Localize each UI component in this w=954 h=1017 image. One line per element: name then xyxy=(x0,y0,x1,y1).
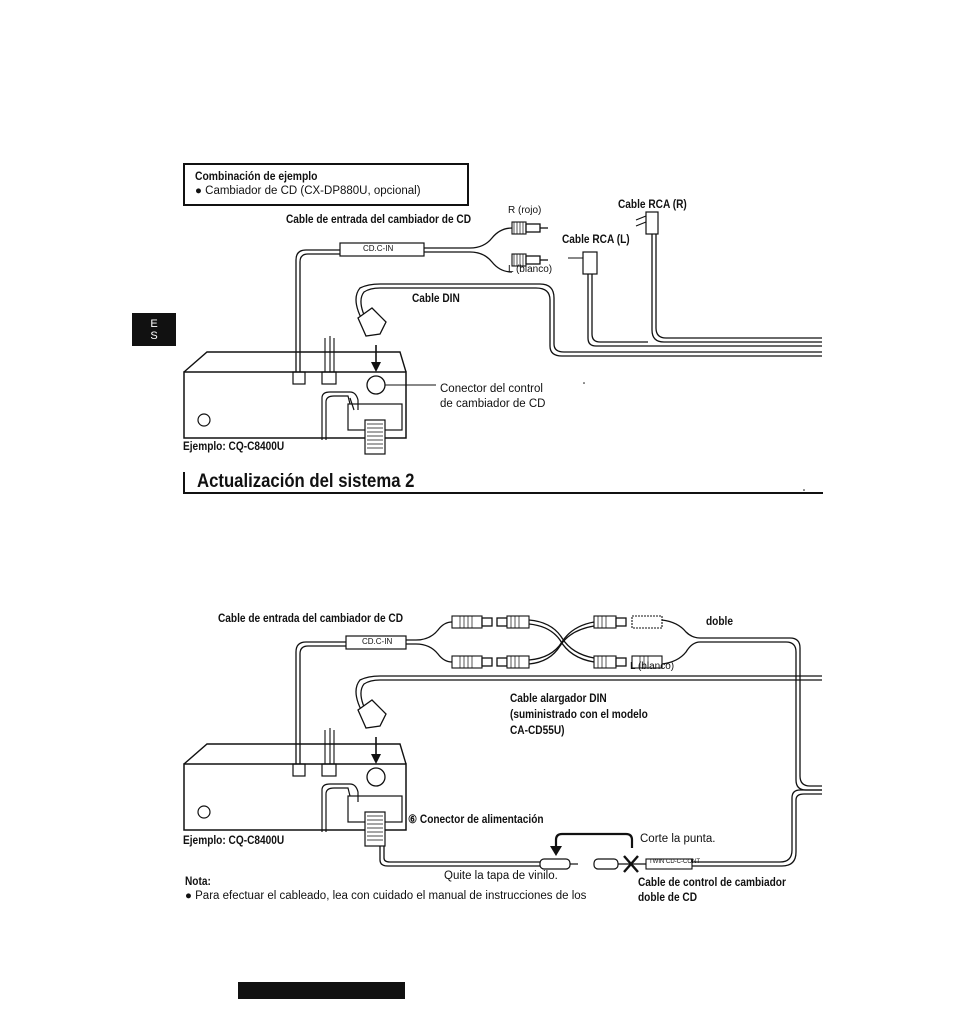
cd-input-cable-1 xyxy=(295,221,548,372)
rca-r-label: Cable RCA (R) xyxy=(618,199,687,211)
example-box-title: Combinación de ejemplo xyxy=(195,171,318,183)
cdc-in-tag-2: CD.C-IN xyxy=(362,637,393,646)
note-text: ● Para efectuar el cableado, lea con cui… xyxy=(185,890,587,902)
power-connector-label: ⑥ Conector de alimentación xyxy=(408,814,544,826)
connector-label-line1: Conector del control xyxy=(440,383,543,395)
r-rojo-label: R (rojo) xyxy=(508,205,542,216)
din-ext-label-line3: CA-CD55U) xyxy=(510,725,565,737)
note-title: Nota: xyxy=(185,876,211,888)
l-blanco-label-2: L (blanco) xyxy=(630,661,675,672)
rca-l-label: Cable RCA (L) xyxy=(562,234,630,246)
din-ext-label-line1: Cable alargador DIN xyxy=(510,693,607,705)
din-ext-cable-2 xyxy=(355,675,822,764)
twin-cable-label-line1: Cable de control de cambiador xyxy=(638,877,786,889)
din-cable-label: Cable DIN xyxy=(412,293,460,305)
din-cable-1 xyxy=(355,283,822,372)
l-blanco-label-1: L (blanco) xyxy=(508,264,553,275)
unit-2 xyxy=(183,728,407,847)
example-model-label-1: Ejemplo: CQ-C8400U xyxy=(183,441,285,453)
doble-label: doble xyxy=(706,616,733,628)
cdc-in-tag-1: CD.C-IN xyxy=(363,244,394,253)
twin-control-cable xyxy=(379,789,822,873)
twin-cable-label-line2: doble de CD xyxy=(638,892,698,904)
din-ext-label-line2: (suministrado con el modelo xyxy=(510,709,648,721)
cd-input-cable-2 xyxy=(295,615,822,791)
unit-1 xyxy=(183,351,407,455)
connector-label-line2: de cambiador de CD xyxy=(440,398,546,410)
cut-tip-label: Corte la punta. xyxy=(640,833,716,845)
input-cable-label-2: Cable de entrada del cambiador de CD xyxy=(218,613,404,625)
rca-cables xyxy=(568,211,822,347)
input-cable-label-1: Cable de entrada del cambiador de CD xyxy=(286,214,472,226)
example-combination-box: Combinación de ejemplo ● Cambiador de CD… xyxy=(183,163,469,206)
footer-bar xyxy=(238,982,405,999)
remove-cap-label: Quite la tapa de vinilo. xyxy=(444,870,558,882)
example-model-label-2: Ejemplo: CQ-C8400U xyxy=(183,835,285,847)
tab-letter-2: S xyxy=(150,330,158,342)
twin-cont-tag: TWIN CD-C-CONT xyxy=(649,859,700,865)
language-tab-es: E S xyxy=(132,313,176,346)
tab-letter-1: E xyxy=(150,318,158,330)
section-heading: Actualización del sistema 2 xyxy=(197,471,415,492)
section-heading-box: Actualización del sistema 2 xyxy=(183,471,823,494)
example-box-item: ● Cambiador de CD (CX-DP880U, opcional) xyxy=(195,185,421,197)
